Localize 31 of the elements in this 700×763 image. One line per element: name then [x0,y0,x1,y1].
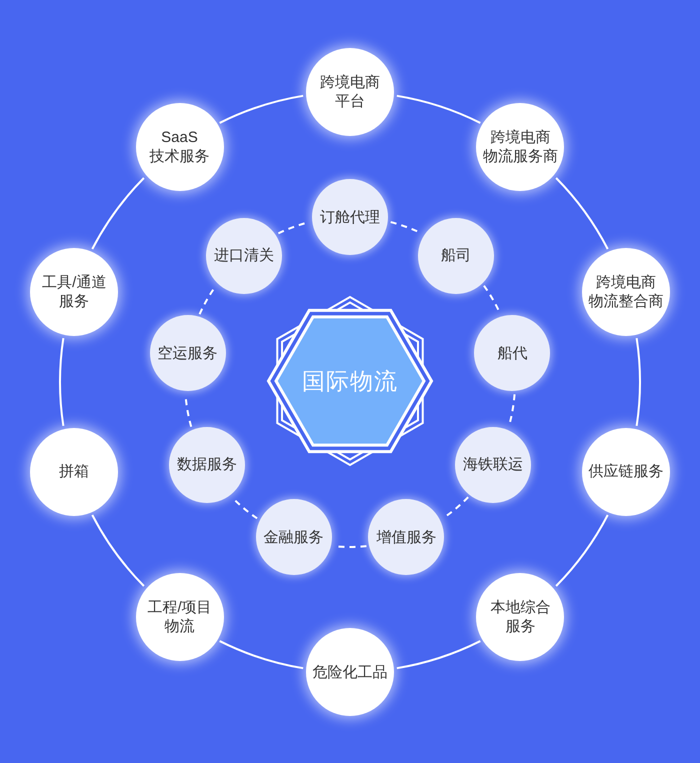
connector-line [636,338,641,426]
node-label: 拼箱 [59,462,90,482]
connector-line [59,338,64,426]
node-label: 海铁联运 [462,455,523,474]
node-label: 跨境电商物流整合商 [588,273,664,312]
node-label: 金融服务 [264,528,324,547]
hexagon-node [266,295,434,467]
node-label: 增值服务 [376,528,436,547]
node-label: 跨境电商平台 [320,73,380,111]
node-label: 工具/通道服务 [42,273,106,312]
connector-line [396,94,481,124]
node-label: 数据服务 [177,455,238,474]
connector-line [219,94,304,124]
node-label: 工程/项目物流 [147,598,212,636]
connector-line [219,640,304,670]
node-label: 空运服务 [158,344,218,363]
node-label: 船代 [497,344,528,363]
node-label: 危险化工品 [312,662,388,682]
node-label: SaaS技术服务 [150,128,210,166]
connector-line [91,177,145,250]
node-label: 供应链服务 [588,462,664,482]
connector-line [396,640,481,670]
node-label: 船司 [441,246,472,266]
node-label: 国际物流 [302,367,398,395]
node-label: 本地综合服务 [490,598,550,636]
connector-line [555,177,609,250]
connector-line [91,514,145,587]
node-label: 跨境电商物流服务商 [482,128,558,166]
node-label: 订舱代理 [320,208,380,226]
connector-line [555,514,609,587]
node-label: 进口清关 [214,246,274,266]
